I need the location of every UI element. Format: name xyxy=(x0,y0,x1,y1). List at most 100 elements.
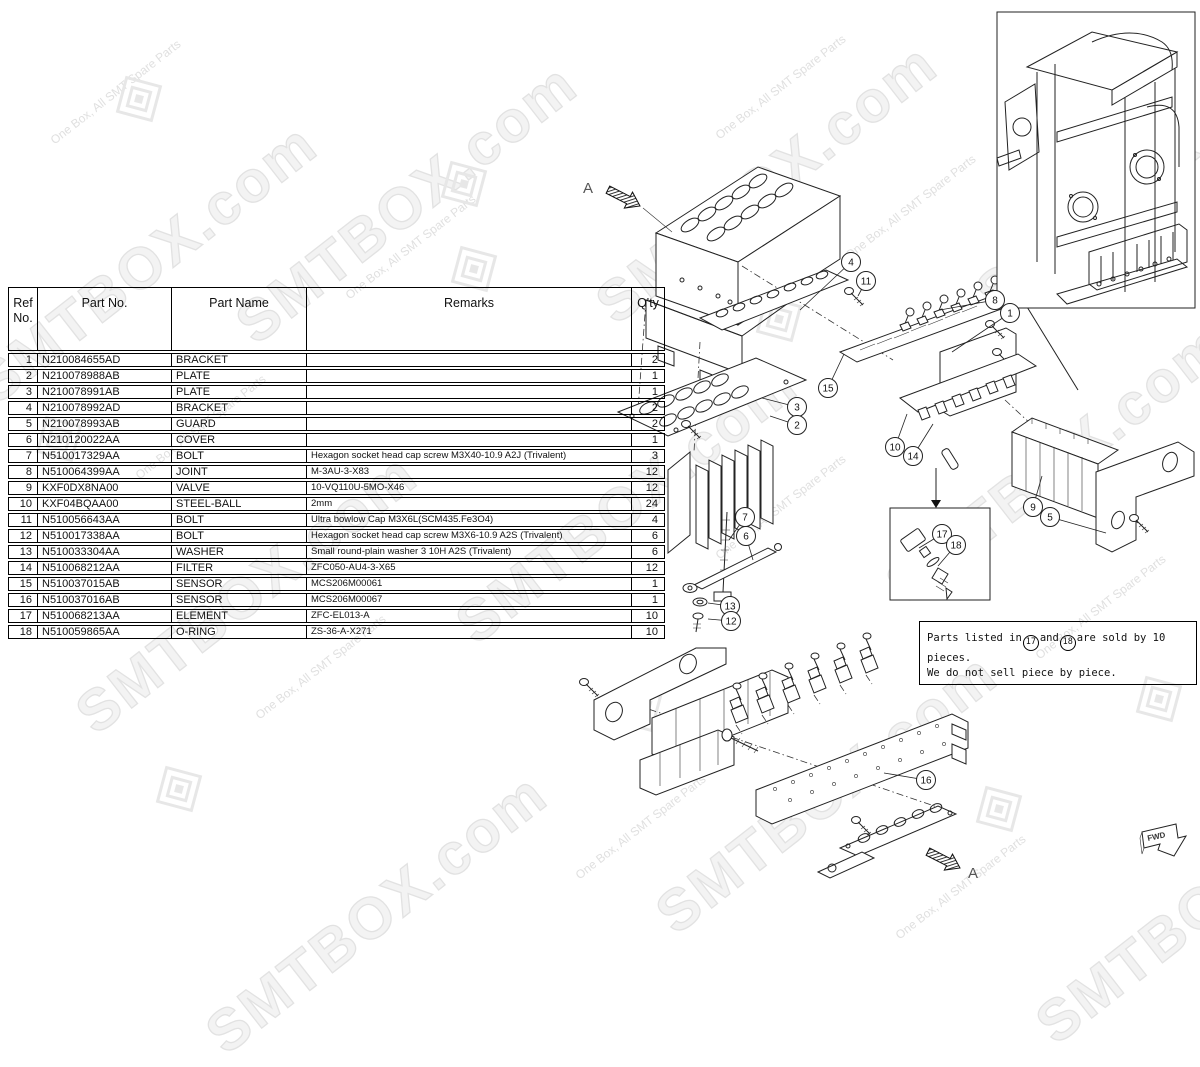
balloon-11 xyxy=(856,271,876,291)
cell-remarks: Hexagon socket head cap screw M3X6-10.9 … xyxy=(306,530,631,542)
balloon-number: 2 xyxy=(794,421,800,432)
cell-remarks: 10-VQ110U-5MO-X46 xyxy=(306,482,631,494)
cell-part_no: KXF0DX8NA00 xyxy=(37,482,171,494)
cell-part_no: N510068213AA xyxy=(37,610,171,622)
cell-part_name: PLATE xyxy=(171,370,306,382)
fwd-marker xyxy=(1139,823,1188,857)
cell-part_name: SENSOR xyxy=(171,594,306,606)
cell-ref: 15 xyxy=(19,578,32,590)
cell-ref: 14 xyxy=(19,562,32,574)
balloon-16 xyxy=(916,770,936,790)
cell-part_no: N210078991AB xyxy=(37,386,171,398)
balloon-number: 13 xyxy=(724,602,736,613)
view-label-top: A xyxy=(583,180,593,197)
cell-qty: 10 xyxy=(631,610,664,622)
cell-part_name: BOLT xyxy=(171,530,306,542)
cell-remarks xyxy=(306,370,631,382)
cell-part_no: N510037015AB xyxy=(37,578,171,590)
cell-ref: 18 xyxy=(19,626,32,638)
cell-qty: 2 xyxy=(631,418,664,430)
cell-part_name: BOLT xyxy=(171,514,306,526)
balloon-8 xyxy=(985,290,1005,310)
cell-remarks: ZFC050-AU4-3-X65 xyxy=(306,562,631,574)
cell-remarks: M-3AU-3-X83 xyxy=(306,466,631,478)
bracket-bar xyxy=(698,269,850,331)
cell-ref: 4 xyxy=(25,402,32,414)
cell-ref: 17 xyxy=(19,610,32,622)
centerline xyxy=(637,299,647,411)
cell-remarks: ZFC-EL013-A xyxy=(306,610,631,622)
cell-remarks xyxy=(306,418,631,430)
header-ref-no: Ref No. xyxy=(13,296,33,325)
cell-remarks: MCS206M00067 xyxy=(306,594,631,606)
balloon-number: 6 xyxy=(743,532,749,543)
balloon-1 xyxy=(1000,303,1020,323)
fwd-label: FWD xyxy=(1147,830,1167,843)
guard-bracket xyxy=(1095,441,1195,553)
view-arrow-bottom xyxy=(923,843,965,877)
balloon-number: 12 xyxy=(725,617,737,628)
cell-remarks: Ultra bowlow Cap M3X6L(SCM435.Fe3O4) xyxy=(306,514,631,526)
balloon-15 xyxy=(818,378,838,398)
bottom-valve-row xyxy=(639,669,789,796)
balloon-2 xyxy=(787,415,807,435)
inset-view xyxy=(996,11,1196,309)
cell-remarks xyxy=(306,354,631,366)
balloon-number: 18 xyxy=(950,541,962,552)
cell-part_name: SENSOR xyxy=(171,578,306,590)
cell-qty: 1 xyxy=(631,434,664,446)
header-qty: Q'ty xyxy=(631,288,664,350)
cell-ref: 11 xyxy=(20,514,32,526)
cell-qty: 1 xyxy=(631,386,664,398)
balloon-number: 1 xyxy=(1007,309,1013,320)
cell-qty: 24 xyxy=(631,498,664,510)
cell-part_name: O-RING xyxy=(171,626,306,638)
balloon-number: 8 xyxy=(992,296,998,307)
cell-qty: 12 xyxy=(631,562,664,574)
cell-part_no: N210078992AD xyxy=(37,402,171,414)
cell-ref: 12 xyxy=(19,530,32,542)
cell-part_no: N510059865AA xyxy=(37,626,171,638)
bottom-rail xyxy=(755,713,969,825)
balloon-10 xyxy=(885,437,905,457)
cell-part_name: FILTER xyxy=(171,562,306,574)
cell-ref: 9 xyxy=(25,482,32,494)
cell-part_no: N510033304AA xyxy=(37,546,171,558)
valve-stack xyxy=(667,439,774,555)
balloon-number: 5 xyxy=(1047,513,1053,524)
cell-qty: 2 xyxy=(631,354,664,366)
cell-part_no: N510064399AA xyxy=(37,466,171,478)
parts-table: Ref No. Part No. Part Name Remarks Q'ty … xyxy=(8,287,665,641)
cell-ref: 6 xyxy=(25,434,32,446)
cell-ref: 8 xyxy=(25,466,32,478)
cell-part_name: WASHER xyxy=(171,546,306,558)
cell-ref: 2 xyxy=(25,370,32,382)
washer-screw xyxy=(692,597,708,633)
balloon-number: 3 xyxy=(794,403,800,414)
cell-ref: 13 xyxy=(19,546,32,558)
balloon-12 xyxy=(721,611,741,631)
cell-part_no: N510037016AB xyxy=(37,594,171,606)
solenoid-station xyxy=(898,353,1038,508)
cell-part_no: N510068212AA xyxy=(37,562,171,574)
balloon-5 xyxy=(1040,507,1060,527)
balloon-number: 17 xyxy=(936,530,948,541)
circled-18: 18 xyxy=(1059,634,1076,651)
gasket-plate xyxy=(616,357,808,437)
cell-qty: 10 xyxy=(631,626,664,638)
manifold-block xyxy=(645,166,842,395)
balloon-17 xyxy=(932,524,952,544)
cell-remarks: 2mm xyxy=(306,498,631,510)
cell-part_name: COVER xyxy=(171,434,306,446)
